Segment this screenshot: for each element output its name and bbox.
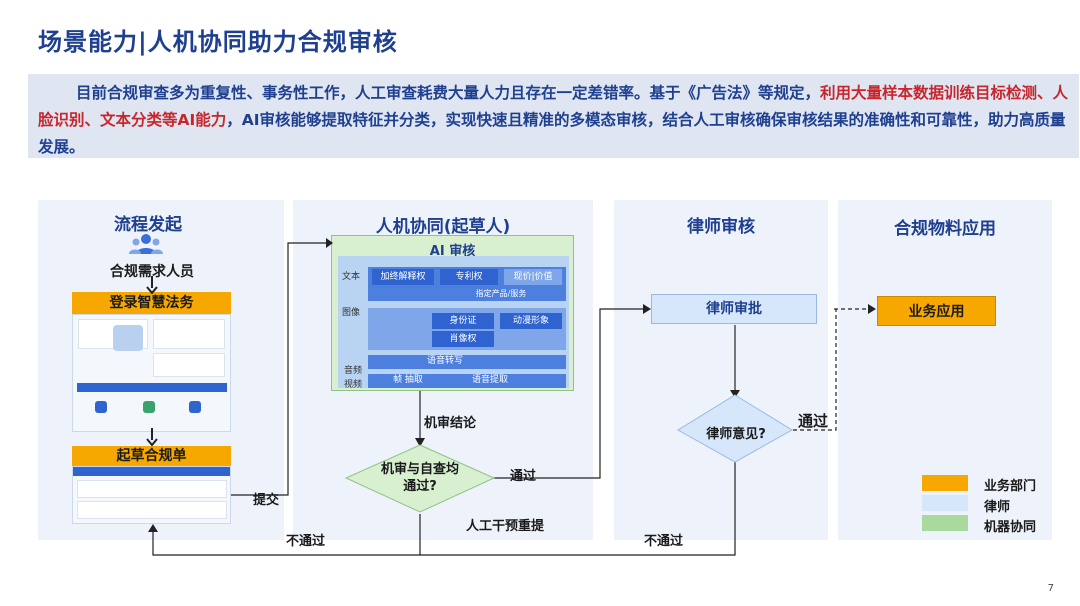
arrowhead (868, 304, 876, 314)
connector-submit (231, 242, 326, 496)
ai-chip-text: 专利权 (440, 269, 498, 285)
decision-1-label: 机审与自查均通过? (380, 462, 459, 494)
connector-pass (490, 308, 645, 479)
intro-paragraph: 目前合规审查多为重复性、事务性工作，人工审查耗费大量人力且存在一定差错率。基于《… (28, 74, 1079, 158)
ai-chip-video: 语音提取 (471, 375, 508, 385)
intro-text-highlight: 利用大量样本数据训练目标检测、人脸识别、文本分类等AI能力 (38, 84, 1069, 129)
person-label: 合规需求人员 (110, 264, 194, 280)
column-header-initiate: 流程发起 (114, 215, 182, 235)
legend-swatch-business (922, 475, 968, 491)
machine-conclusion-label: 机审结论 (424, 416, 477, 431)
ai-review-heading: AI 审核 (429, 244, 476, 259)
lawyer-pass-label: 通过 (798, 412, 829, 430)
ai-chip-image: 动漫形象 (500, 313, 562, 329)
arrowhead (730, 390, 740, 398)
app-screenshot-home (72, 314, 231, 432)
business-application-box[interactable]: 业务应用 (877, 296, 996, 326)
fail-label-1: 不通过 (286, 534, 326, 549)
app-icon-blue (189, 401, 201, 413)
ai-row-label-video: 视频 (343, 380, 362, 390)
arrow-down (146, 428, 158, 446)
ai-chip-subtext: 指定产品/服务 (475, 289, 527, 298)
manual-resubmit-label: 人工干预重提 (466, 519, 545, 534)
column-header-lawyer: 律师审核 (687, 217, 755, 237)
app-card (153, 353, 225, 377)
people-icon (129, 234, 163, 254)
intro-text-1: 目前合规审查多为重复性、事务性工作，人工审查耗费大量人力且存在一定差错率。基于《… (76, 84, 821, 102)
ai-video-band (368, 374, 566, 388)
ai-chip-image: 身份证 (432, 313, 494, 329)
app-header-bar (73, 467, 230, 476)
ai-row-label-audio: 音频 (343, 366, 362, 376)
page-title: 场景能力|人机协同助力合规审核 (38, 28, 398, 56)
legend-label-business: 业务部门 (984, 479, 1037, 494)
app-form-row (77, 480, 227, 498)
draft-compliance-button[interactable]: 起草合规单 (72, 446, 231, 466)
panel-lawyer (614, 200, 828, 540)
arrow-down (146, 276, 158, 294)
app-form-row (77, 501, 227, 519)
arrowhead (643, 304, 651, 314)
legend-swatch-machine (922, 515, 968, 531)
ai-audio-band (368, 355, 566, 369)
app-icon-green (143, 401, 155, 413)
connector-fail (152, 514, 421, 556)
app-icon-blue (95, 401, 107, 413)
connector-lawyer-fail (420, 460, 736, 556)
lawyer-approval-box[interactable]: 律师审批 (651, 294, 817, 324)
legend-label-machine: 机器协同 (984, 520, 1037, 535)
ai-chip-text: 现价|价值 (504, 269, 562, 285)
connector-dashed (786, 309, 837, 431)
ai-chip-video: 帧 抽取 (393, 375, 423, 385)
lawyer-opinion-label: 律师意见? (706, 427, 766, 442)
login-button[interactable]: 登录智慧法务 (72, 292, 231, 314)
page-number: 7 (1047, 583, 1054, 594)
submit-label: 提交 (253, 493, 280, 508)
ai-row-label-image: 图像 (341, 308, 360, 318)
decision-diamond-1 (344, 444, 496, 513)
legend-label-lawyer: 律师 (984, 500, 1011, 515)
ai-chip-audio: 语音转写 (426, 356, 463, 366)
app-banner (77, 383, 227, 392)
legend-swatch-lawyer (922, 495, 968, 511)
app-card (153, 319, 225, 349)
ai-row-label-text: 文本 (341, 272, 360, 282)
arrowhead (415, 438, 425, 447)
decision-diamond-2 (677, 394, 793, 463)
app-image-icon (113, 325, 143, 351)
ai-chip-text: 加终解释权 (372, 269, 434, 285)
arrowhead (326, 238, 333, 248)
intro-text-3: ，AI审核能够提取特征并分类，实现快速且精准的多模态审核，结合人工审核确保审核结… (38, 111, 1066, 156)
arrowhead (148, 524, 158, 532)
app-screenshot-draft (72, 466, 231, 524)
column-header-collab: 人机协同(起草人) (375, 217, 511, 237)
ai-chip-image: 肖像权 (432, 331, 494, 347)
fail-label-2: 不通过 (644, 534, 684, 549)
column-header-apply: 合规物料应用 (894, 219, 996, 239)
pass-label: 通过 (510, 469, 537, 484)
